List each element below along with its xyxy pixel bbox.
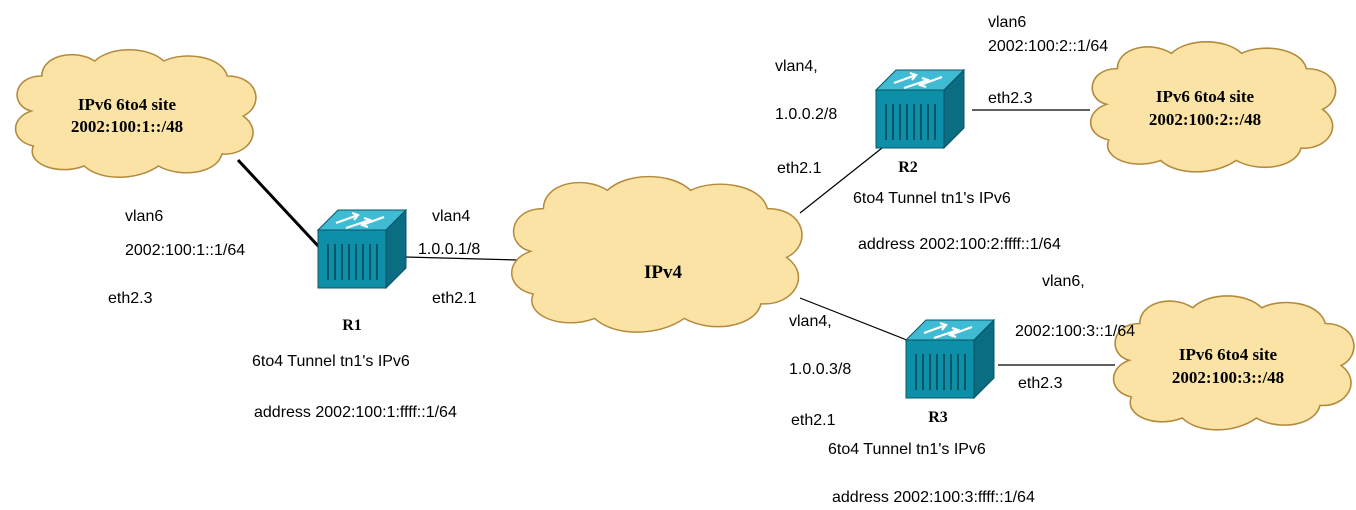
- r2-wan-address: 1.0.0.2/8: [775, 106, 838, 123]
- r3-lan-port: eth2.3: [1018, 375, 1063, 392]
- r3-wan-address: 1.0.0.3/8: [789, 361, 852, 378]
- r2-lan-port: eth2.3: [988, 90, 1033, 107]
- r3-lan-address: 2002:100:3::1/64: [1015, 323, 1136, 340]
- site2-label-line2: 2002:100:2::/48: [1149, 110, 1261, 129]
- r3-wan-port: eth2.1: [791, 412, 836, 429]
- r2-lan-address: 2002:100:2::1/64: [988, 38, 1109, 55]
- site1-label-line2: 2002:100:1::/48: [71, 117, 183, 136]
- r3-wan-vlan: vlan4,: [789, 313, 832, 330]
- r1-lan-address: 2002:100:1::1/64: [125, 242, 246, 259]
- r1-lan-vlan: vlan6: [125, 208, 164, 225]
- r2-lan-vlan: vlan6: [988, 14, 1027, 31]
- router-r1-icon: [316, 204, 408, 290]
- r2-wan-port: eth2.1: [777, 160, 822, 177]
- router-r1-name: R1: [342, 317, 362, 334]
- r2-tunnel-line2: address 2002:100:2:ffff::1/64: [858, 236, 1061, 253]
- site3-label-line2: 2002:100:3::/48: [1172, 368, 1284, 387]
- ipv4-cloud-label: IPv4: [644, 262, 683, 283]
- link-site1-r1: [236, 158, 322, 250]
- site2-label-line1: IPv6 6to4 site: [1156, 87, 1255, 106]
- router-r3-name: R3: [928, 409, 948, 426]
- r3-lan-vlan: vlan6,: [1042, 273, 1085, 290]
- site1-label-line1: IPv6 6to4 site: [78, 95, 177, 114]
- link-ipv4-r2: [799, 147, 883, 214]
- r1-lan-port: eth2.3: [108, 290, 153, 307]
- link-r1-ipv4: [404, 256, 519, 261]
- r1-tunnel-line1: 6to4 Tunnel tn1's IPv6: [252, 353, 410, 370]
- router-r2-icon: [874, 64, 966, 150]
- ipv6-site2-cloud: [1089, 41, 1337, 173]
- r3-tunnel-line1: 6to4 Tunnel tn1's IPv6: [828, 441, 986, 458]
- site3-label-line1: IPv6 6to4 site: [1179, 345, 1278, 364]
- router-r3-icon: [904, 314, 996, 400]
- r2-tunnel-line1: 6to4 Tunnel tn1's IPv6: [853, 190, 1011, 207]
- r1-wan-address: 1.0.0.1/8: [418, 241, 481, 258]
- r3-tunnel-line2: address 2002:100:3:ffff::1/64: [832, 489, 1035, 506]
- router-r2-name: R2: [898, 159, 918, 176]
- r1-wan-port: eth2.1: [432, 290, 477, 307]
- link-ipv4-r3: [799, 297, 913, 343]
- r1-wan-vlan: vlan4: [432, 208, 471, 225]
- r2-wan-vlan: vlan4,: [775, 58, 818, 75]
- r1-tunnel-line2: address 2002:100:1:ffff::1/64: [254, 404, 457, 421]
- ipv4-cloud: [510, 175, 803, 333]
